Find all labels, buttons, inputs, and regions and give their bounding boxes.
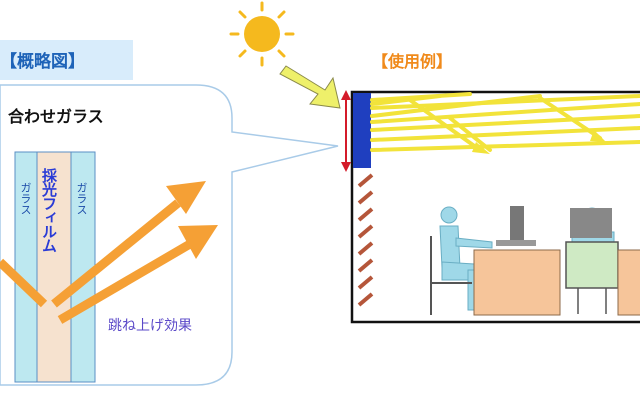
chair-right [565,241,619,314]
glass-right-label: ガラス [75,182,88,215]
person-left [439,206,493,311]
glass-title: 合わせガラス [8,107,104,126]
monitor-right-icon [570,208,612,238]
film-label: 採光フィルム [40,168,58,252]
blind-slats [357,173,374,307]
glass-left-label: ガラス [19,182,32,215]
light-beams [370,92,640,152]
overview-title-box [0,40,133,80]
monitor-icon [496,206,536,246]
reflection-arrows [0,181,218,324]
incoming-light-arrow [279,65,341,109]
room-outline [350,90,640,324]
chair-left [430,236,472,315]
effect-label: 跳ね上げ効果 [108,318,192,334]
window-height-marker [341,90,351,172]
film-layer [36,151,72,383]
light-beam-heads [472,130,606,154]
glass-right-pane [70,151,96,383]
desk-left [473,249,561,316]
desk-right [617,249,640,316]
usage-title: 【使用例】 [372,52,453,71]
overview-title: 【概略図】 [0,52,85,72]
sun-icon [229,1,295,67]
window-film [353,93,371,168]
